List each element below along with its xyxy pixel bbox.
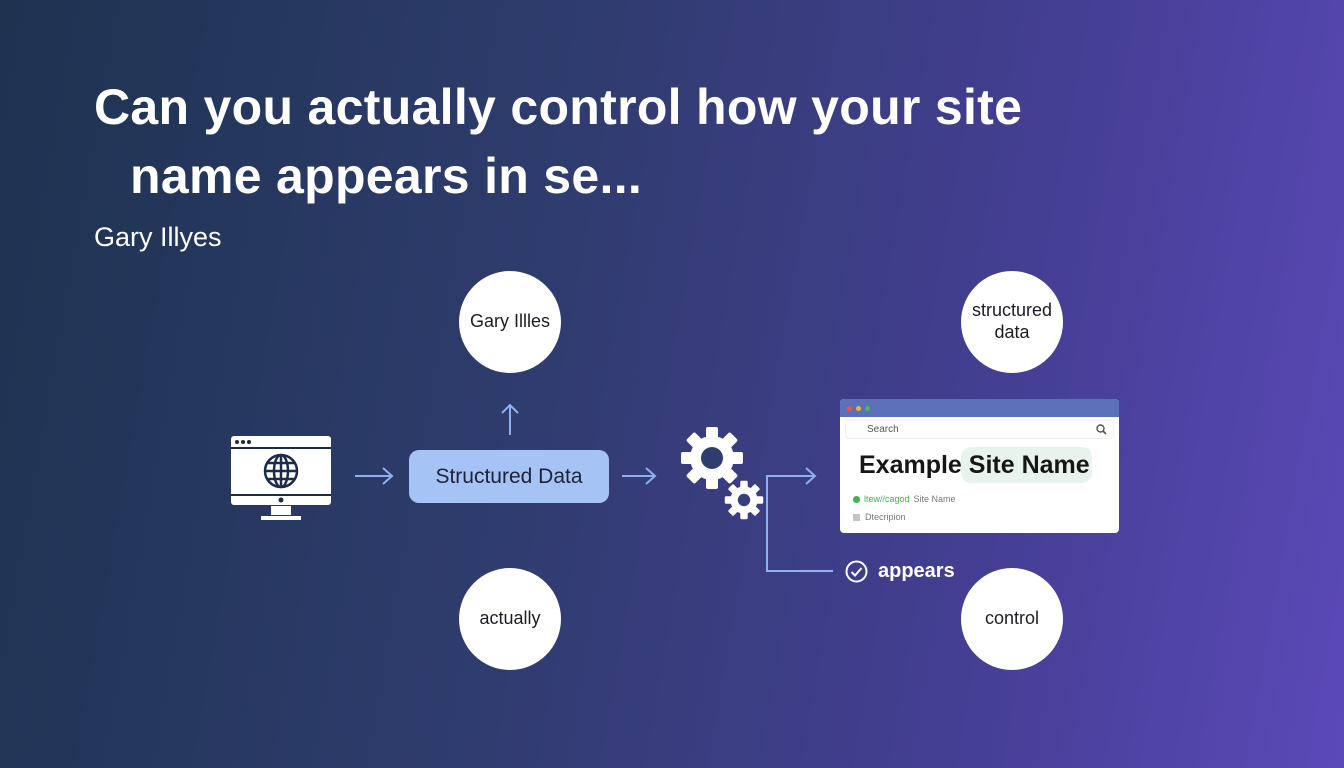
appears-label: appears [878, 560, 955, 582]
structured-data-box: Structured Data [409, 450, 609, 503]
result-url: ltew//cagod Site Name [853, 494, 956, 504]
close-dot [847, 405, 852, 411]
minimize-dot [856, 405, 861, 411]
search-icon[interactable] [1096, 424, 1107, 435]
arrow-right-2 [622, 467, 657, 485]
result-description: Dtecripion [853, 512, 906, 522]
node-gary-illles: Gary Illles [459, 271, 561, 373]
browser-titlebar [840, 399, 1119, 417]
highlight [961, 447, 1092, 483]
node-control: control [961, 568, 1063, 670]
browser-mockup: Search Example Site Name ltew//cagod Sit… [840, 399, 1119, 533]
url-site-name: Site Name [913, 494, 956, 504]
example-site-heading: Example Site Name [859, 451, 1090, 479]
search-input[interactable]: Search [846, 421, 1113, 438]
author: Gary Illyes [94, 222, 222, 252]
gears-icon [681, 427, 764, 520]
node-structured-data: structured data [961, 271, 1063, 373]
url-text[interactable]: ltew//cagod [864, 494, 910, 504]
arrow-up [501, 403, 519, 435]
arrow-right-1 [355, 467, 394, 485]
description-text: Dtecripion [865, 512, 906, 522]
description-icon [853, 513, 860, 521]
favicon-dot [853, 495, 860, 503]
monitor-globe-icon [231, 436, 331, 520]
node-actually: actually [459, 568, 561, 670]
title-line-1: Can you actually control how your site [94, 79, 1023, 135]
title-line-2: name appears in se... [130, 148, 643, 204]
maximize-dot [865, 405, 870, 411]
search-placeholder: Search [867, 424, 899, 435]
connector-bracket [766, 467, 833, 572]
check-circle-icon [845, 560, 868, 583]
